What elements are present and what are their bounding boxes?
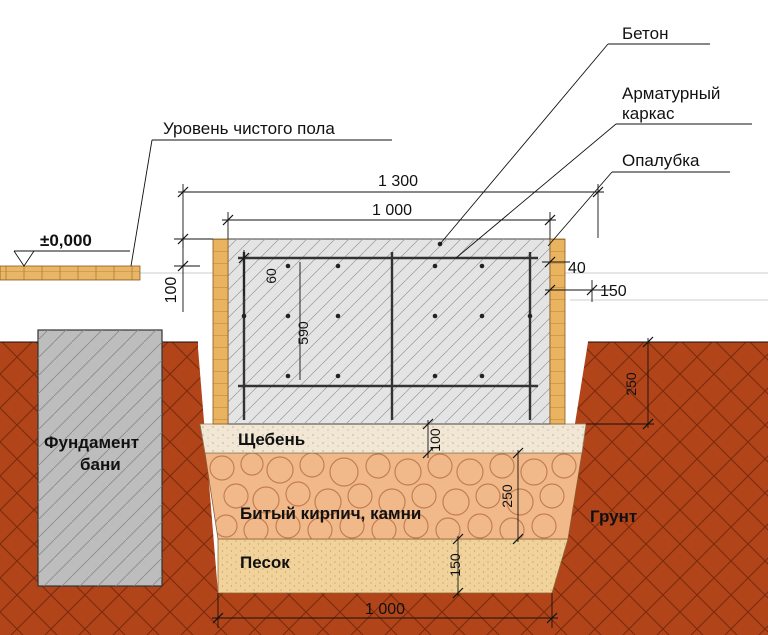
formwork-left xyxy=(212,238,229,425)
dim-depth-in-ground-label: 250 xyxy=(623,372,639,396)
formwork-right xyxy=(549,238,566,425)
formwork-label: Опалубка xyxy=(622,151,700,170)
dim-inner-width-label: 1 000 xyxy=(372,202,412,219)
zero-mark xyxy=(13,250,130,267)
dim-gravel xyxy=(422,418,434,459)
formwork-leader xyxy=(547,171,730,247)
dim-cover-top-label: 60 xyxy=(263,268,279,284)
dim-side-offset xyxy=(544,280,612,302)
dim-above-ground xyxy=(174,233,213,312)
sand-label: Песок xyxy=(240,553,290,572)
dim-height-label: 590 xyxy=(295,321,311,345)
dim-formwork-gap-label: 40 xyxy=(568,260,586,277)
dim-inner-width xyxy=(222,212,556,239)
concrete-hatch xyxy=(228,239,550,424)
rebar-cage-leader xyxy=(455,123,752,259)
dim-above-ground-label: 100 xyxy=(163,277,180,304)
dim-sand xyxy=(452,533,464,599)
rebar-cage xyxy=(238,241,538,420)
dim-formwork-gap xyxy=(542,256,570,268)
floor-slab xyxy=(0,265,141,281)
dim-bottom-width xyxy=(212,593,558,628)
zero-mark-label: ±0,000 xyxy=(40,231,92,250)
gravel-label: Щебень xyxy=(238,430,305,449)
dim-outer-width-label: 1 300 xyxy=(378,173,418,190)
rubble-label: Битый кирпич, камни xyxy=(240,504,421,523)
floor-level-label: Уровень чистого пола xyxy=(163,119,335,138)
concrete-leader xyxy=(439,43,710,245)
dim-sand-label: 150 xyxy=(447,553,463,577)
dim-cover-top xyxy=(238,250,250,296)
soil-mass xyxy=(0,342,768,635)
soil-label: Грунт xyxy=(590,507,637,526)
dim-side-offset-label: 150 xyxy=(600,283,627,300)
dim-bottom-width-label: 1 000 xyxy=(365,601,405,618)
dim-gravel-label: 100 xyxy=(427,428,443,452)
dim-rubble xyxy=(512,447,524,545)
brick-rubble-layer xyxy=(204,452,583,540)
dim-depth-in-ground xyxy=(586,336,654,430)
dim-rubble-label: 250 xyxy=(499,484,515,508)
bath-foundation-label-line2: бани xyxy=(80,455,121,474)
floor-level-leader xyxy=(130,139,392,267)
rebar-cage-label-line1: Арматурный xyxy=(622,84,720,103)
bath-foundation-label-line1: Фундамент xyxy=(44,433,139,452)
concrete-label: Бетон xyxy=(622,24,668,43)
bath-foundation-hatch xyxy=(38,330,162,586)
rebar-cage-label-line2: каркас xyxy=(622,104,675,123)
